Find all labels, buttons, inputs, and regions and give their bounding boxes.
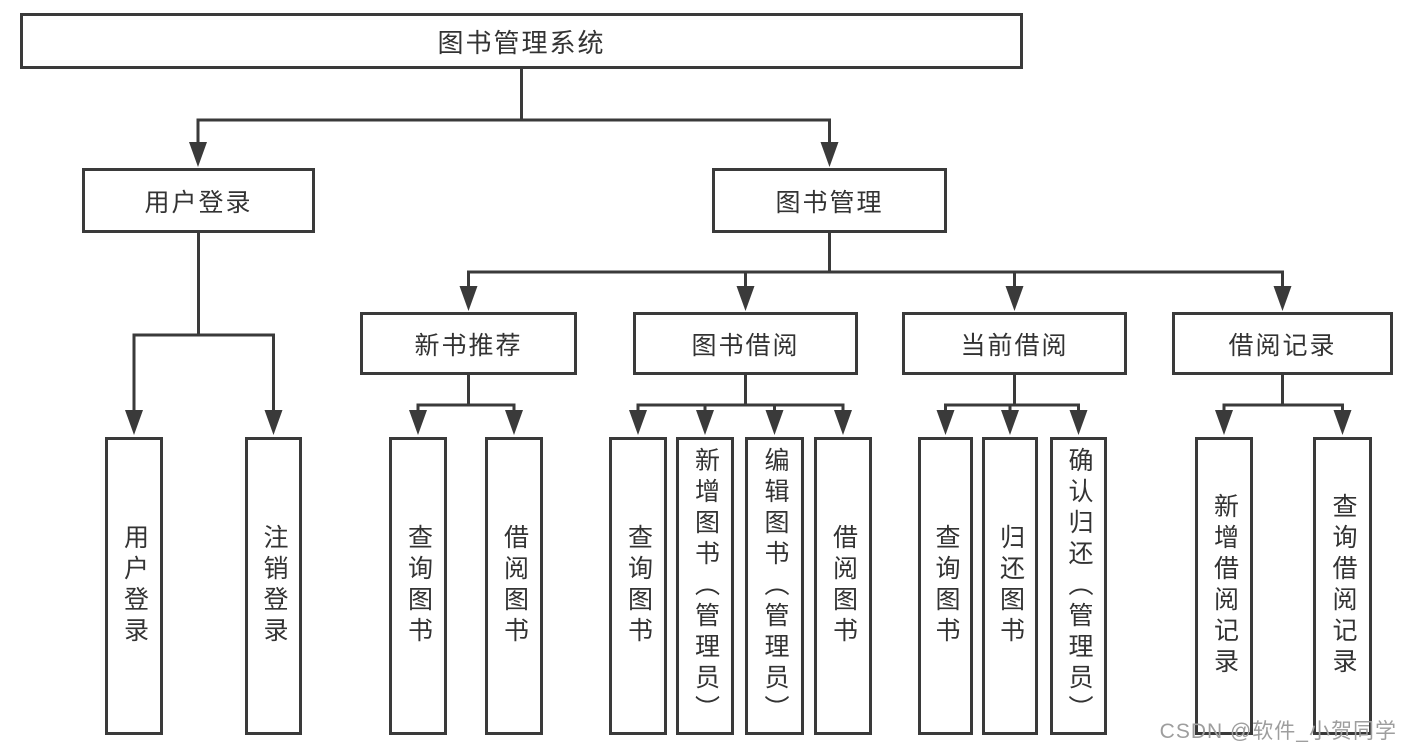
node-nb-query-books: 查询图书	[389, 437, 447, 735]
node-br-add-record: 新增借阅记录	[1195, 437, 1253, 735]
node-cb-return-books: 归还图书	[982, 437, 1038, 735]
node-bb-edit-books-admin: 编辑图书（管理员）	[745, 437, 804, 735]
node-book-management: 图书管理	[712, 168, 947, 233]
node-bb-borrow-books: 借阅图书	[814, 437, 872, 735]
node-book-borrow: 图书借阅	[633, 312, 858, 375]
node-new-book-recommend: 新书推荐	[360, 312, 577, 375]
node-cb-confirm-return-admin: 确认归还（管理员）	[1050, 437, 1107, 735]
node-user-login: 用户登录	[82, 168, 315, 233]
node-current-borrow: 当前借阅	[902, 312, 1127, 375]
node-cb-query-books: 查询图书	[918, 437, 973, 735]
node-nb-borrow-books: 借阅图书	[485, 437, 543, 735]
node-bb-add-books-admin: 新增图书（管理员）	[676, 437, 734, 735]
node-bb-query-books: 查询图书	[609, 437, 667, 735]
node-user-login-leaf: 用户登录	[105, 437, 163, 735]
node-root: 图书管理系统	[20, 13, 1023, 69]
node-logout: 注销登录	[245, 437, 302, 735]
node-borrow-record: 借阅记录	[1172, 312, 1393, 375]
node-br-query-record: 查询借阅记录	[1313, 437, 1372, 735]
watermark: CSDN @软件_小贺同学	[1159, 720, 1397, 743]
